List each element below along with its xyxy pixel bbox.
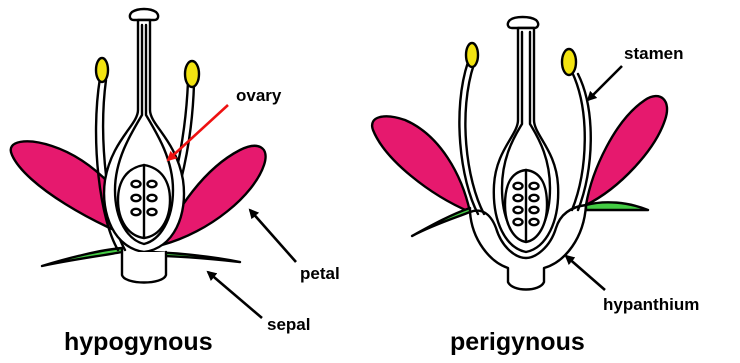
- right-petal-2: [586, 96, 667, 205]
- stigma: [130, 9, 158, 20]
- hypogynous-flower: [11, 9, 266, 283]
- left-anther-2: [466, 43, 478, 67]
- right-sepal-2: [586, 202, 648, 210]
- left-sepal-2: [412, 208, 470, 236]
- petal-arrow: [250, 210, 296, 262]
- label-petal: petal: [300, 264, 340, 283]
- left-anther: [96, 58, 108, 82]
- hypanthium-arrow: [566, 256, 605, 290]
- perigynous-flower: [372, 17, 667, 290]
- label-hypanthium: hypanthium: [603, 295, 699, 314]
- stigma-2: [508, 17, 538, 28]
- right-filament-2: [572, 72, 585, 210]
- receptacle: [122, 252, 166, 283]
- left-petal-2: [372, 116, 470, 212]
- label-ovary: ovary: [236, 86, 282, 105]
- ovary-arrow: [168, 105, 228, 160]
- left-sepal: [42, 248, 122, 266]
- stamen-arrow: [588, 66, 622, 100]
- caption-perigynous: perigynous: [450, 328, 585, 356]
- label-stamen: stamen: [624, 44, 684, 63]
- label-sepal: sepal: [267, 315, 310, 334]
- right-anther: [185, 61, 199, 87]
- sepal-arrow: [208, 272, 262, 318]
- right-anther-2: [562, 49, 576, 75]
- caption-hypogynous: hypogynous: [64, 328, 213, 356]
